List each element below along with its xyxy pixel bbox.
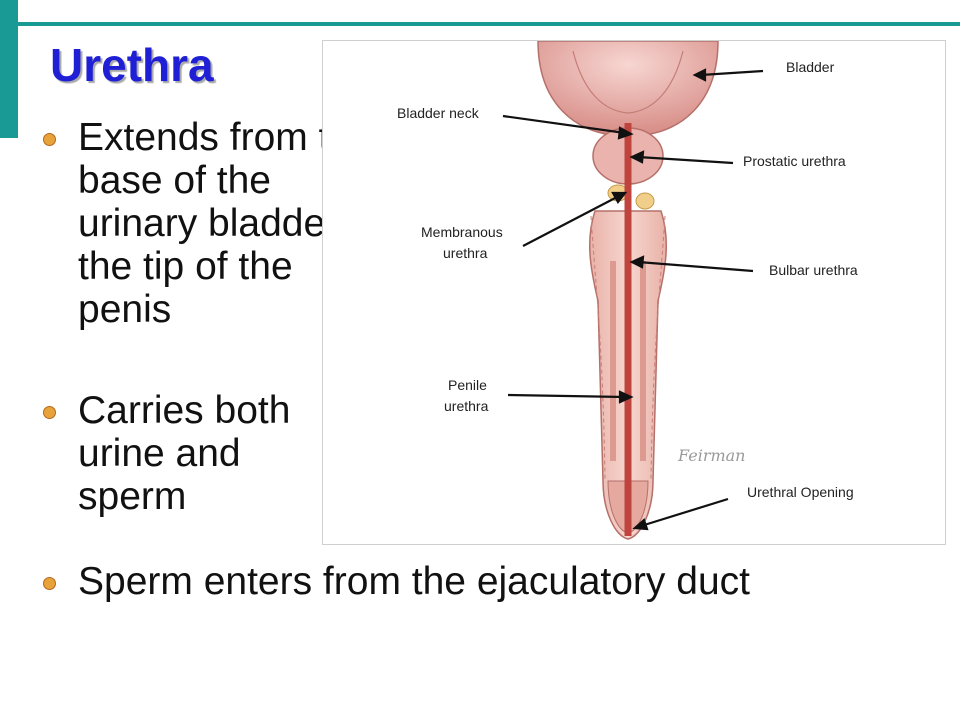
bullet-item: Carries both urine and sperm	[34, 389, 334, 518]
label-membranous: Membranous	[421, 224, 503, 240]
bullet-dot-icon	[34, 400, 64, 430]
bullet-dot-icon	[34, 127, 64, 157]
slide-title: Urethra	[50, 39, 214, 91]
label-bulbar-urethra: Bulbar urethra	[769, 262, 858, 278]
bullet-item: Sperm enters from the ejaculatory duct	[34, 560, 914, 603]
svg-text:Feirman: Feirman	[677, 446, 745, 465]
label-bladder-neck: Bladder neck	[397, 105, 480, 121]
accent-line	[0, 22, 960, 26]
anatomy-figure: Feirman Bladder Bladder neck Prostatic u…	[322, 40, 946, 545]
bullet-text: Carries both urine and sperm	[78, 389, 291, 518]
urethra-diagram: Feirman Bladder Bladder neck Prostatic u…	[397, 41, 858, 540]
label-bladder: Bladder	[786, 59, 835, 75]
accent-bar	[0, 0, 18, 138]
bullet-dot-icon	[34, 571, 64, 601]
label-penile: Penile	[448, 377, 487, 393]
label-prostatic-urethra: Prostatic urethra	[743, 153, 846, 169]
label-urethral-opening: Urethral Opening	[747, 484, 854, 500]
bullet-text: Sperm enters from the ejaculatory duct	[78, 560, 750, 603]
label-penile-urethra: urethra	[444, 398, 489, 414]
label-membranous-urethra: urethra	[443, 245, 488, 261]
bladder-shape	[537, 41, 719, 137]
